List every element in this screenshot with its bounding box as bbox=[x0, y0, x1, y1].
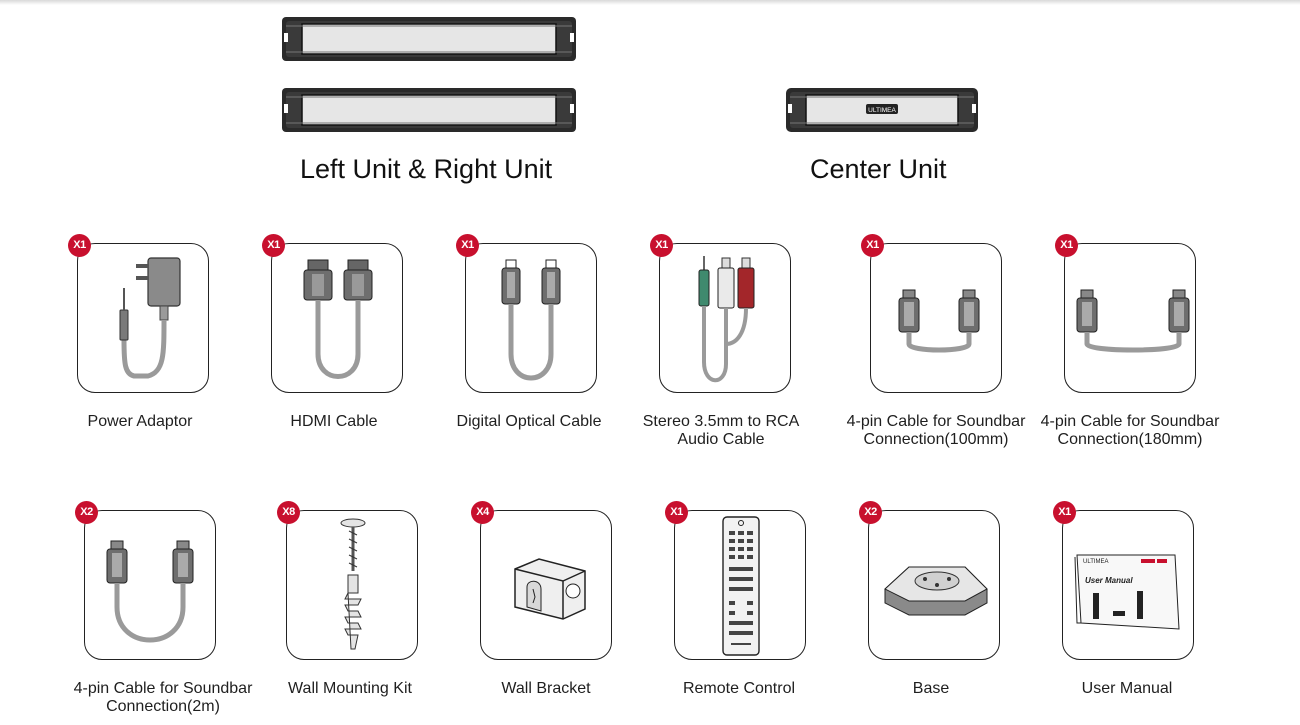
wall-bracket-label: Wall Bracket bbox=[501, 680, 591, 697]
base-stand-icon bbox=[884, 566, 988, 616]
stereo-rca-cable-card: X1 bbox=[650, 234, 791, 393]
left-unit-image bbox=[282, 17, 576, 61]
4pin-cable-short-icon bbox=[898, 289, 980, 353]
wall-mounting-kit-card: X8 bbox=[277, 501, 418, 660]
quantity-badge: X2 bbox=[859, 501, 882, 524]
quantity-badge: X1 bbox=[665, 501, 688, 524]
remote-control-card: X1 bbox=[665, 501, 806, 660]
hdmi-cable-label: HDMI Cable bbox=[290, 413, 378, 430]
digital-optical-cable-label: Digital Optical Cable bbox=[456, 413, 602, 430]
top-divider bbox=[0, 0, 1300, 5]
manual-brand: ULTIMEA bbox=[1083, 559, 1109, 565]
screw-anchor-icon bbox=[340, 518, 366, 650]
quantity-badge: X1 bbox=[1053, 501, 1076, 524]
4pin-cable-100mm-card: X1 bbox=[861, 234, 1002, 393]
right-unit-image bbox=[282, 88, 576, 132]
quantity-badge: X1 bbox=[68, 234, 91, 257]
center-unit-logo: ULTIMEA bbox=[868, 107, 896, 114]
manual-title: User Manual bbox=[1085, 576, 1133, 585]
user-manual-icon: ULTIMEA User Manual bbox=[1074, 554, 1180, 630]
quantity-badge: X8 bbox=[277, 501, 300, 524]
user-manual-card: X1 ULTIMEA User Manual bbox=[1053, 501, 1194, 660]
quantity-badge: X1 bbox=[650, 234, 673, 257]
hdmi-cable-card: X1 bbox=[262, 234, 403, 393]
stereo-rca-cable-label: Stereo 3.5mm to RCA Audio Cable bbox=[642, 413, 800, 448]
4pin-cable-2m-label: 4-pin Cable for Soundbar Connection(2m) bbox=[73, 680, 253, 715]
optical-cable-icon bbox=[501, 259, 561, 381]
remote-control-icon bbox=[722, 516, 760, 656]
4pin-cable-2m-card: X2 bbox=[75, 501, 216, 660]
base-label: Base bbox=[912, 680, 950, 697]
rca-cable-icon bbox=[698, 256, 755, 383]
4pin-cable-long-icon bbox=[106, 540, 194, 643]
center-unit-label: Center Unit bbox=[810, 154, 947, 184]
quantity-badge: X1 bbox=[262, 234, 285, 257]
wall-mounting-kit-label: Wall Mounting Kit bbox=[288, 680, 412, 697]
power-adaptor-label: Power Adaptor bbox=[87, 413, 193, 430]
quantity-badge: X4 bbox=[471, 501, 494, 524]
base-card: X2 bbox=[859, 501, 1000, 660]
left-right-unit-label: Left Unit & Right Unit bbox=[300, 154, 553, 184]
wall-bracket-icon bbox=[514, 558, 586, 620]
4pin-cable-180mm-card: X1 bbox=[1055, 234, 1196, 393]
quantity-badge: X1 bbox=[456, 234, 479, 257]
power-adaptor-icon bbox=[119, 257, 181, 379]
quantity-badge: X2 bbox=[75, 501, 98, 524]
quantity-badge: X1 bbox=[861, 234, 884, 257]
4pin-cable-180mm-label: 4-pin Cable for Soundbar Connection(180m… bbox=[1040, 413, 1220, 448]
quantity-badge: X1 bbox=[1055, 234, 1078, 257]
user-manual-label: User Manual bbox=[1081, 680, 1173, 697]
wall-bracket-card: X4 bbox=[471, 501, 612, 660]
power-adaptor-card: X1 bbox=[68, 234, 209, 393]
digital-optical-cable-card: X1 bbox=[456, 234, 597, 393]
remote-control-label: Remote Control bbox=[682, 680, 796, 697]
center-unit-image: ULTIMEA bbox=[786, 88, 978, 132]
hdmi-cable-icon bbox=[303, 259, 373, 379]
4pin-cable-medium-icon bbox=[1076, 289, 1190, 353]
4pin-cable-100mm-label: 4-pin Cable for Soundbar Connection(100m… bbox=[846, 413, 1026, 448]
